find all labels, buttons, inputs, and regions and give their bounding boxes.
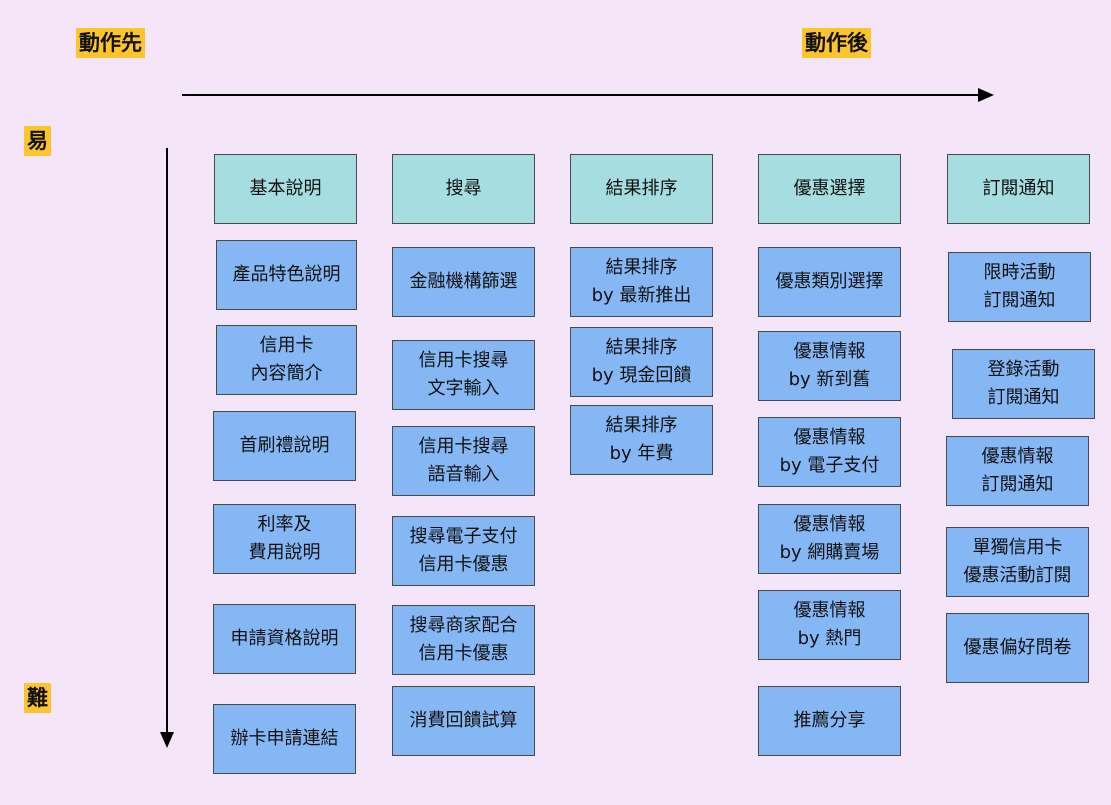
hard-label: 難 [24,683,51,713]
diagram-node: 結果排序 by 最新推出 [570,247,713,317]
column-header-basic: 基本說明 [214,154,357,224]
diagram-node: 限時活動 訂閱通知 [948,252,1091,322]
diagram-node: 搜尋電子支付 信用卡優惠 [392,516,535,586]
diagram-node: 優惠情報 by 電子支付 [758,417,901,487]
column-header-subscribe: 訂閱通知 [947,154,1090,224]
diagram-node: 信用卡搜尋 語音輸入 [392,426,535,496]
horizontal-arrowhead [978,88,994,102]
diagram-node: 單獨信用卡 優惠活動訂閱 [946,527,1089,597]
end-label: 動作後 [802,28,871,58]
diagram-node: 辦卡申請連結 [213,704,356,774]
diagram-node: 優惠情報 訂閱通知 [946,436,1089,506]
diagram-node: 產品特色說明 [216,240,357,310]
diagram-node: 結果排序 by 現金回饋 [570,327,713,397]
diagram-node: 首刷禮說明 [213,411,356,481]
diagram-node: 優惠情報 by 熱門 [758,590,901,660]
column-header-sort: 結果排序 [570,154,713,224]
diagram-node: 利率及 費用說明 [213,504,356,574]
easy-label: 易 [24,126,51,156]
vertical-arrowhead [160,732,174,748]
start-label: 動作先 [76,28,145,58]
diagram-node: 優惠類別選擇 [758,247,901,317]
diagram-node: 優惠偏好問卷 [946,613,1089,683]
diagram-node: 優惠情報 by 新到舊 [758,331,901,401]
diagram-node: 金融機構篩選 [392,247,535,317]
diagram-node: 結果排序 by 年費 [570,405,713,475]
diagram-node: 信用卡 內容簡介 [216,325,357,395]
diagram-node: 搜尋商家配合 信用卡優惠 [392,605,535,675]
diagram-node: 優惠情報 by 網購賣場 [758,504,901,574]
column-header-offers: 優惠選擇 [758,154,901,224]
diagram-node: 推薦分享 [758,686,901,756]
diagram-node: 消費回饋試算 [392,686,535,756]
diagram-node: 申請資格說明 [213,604,356,674]
diagram-node: 登錄活動 訂閱通知 [952,349,1095,419]
diagram-node: 信用卡搜尋 文字輸入 [392,340,535,410]
column-header-search: 搜尋 [392,154,535,224]
